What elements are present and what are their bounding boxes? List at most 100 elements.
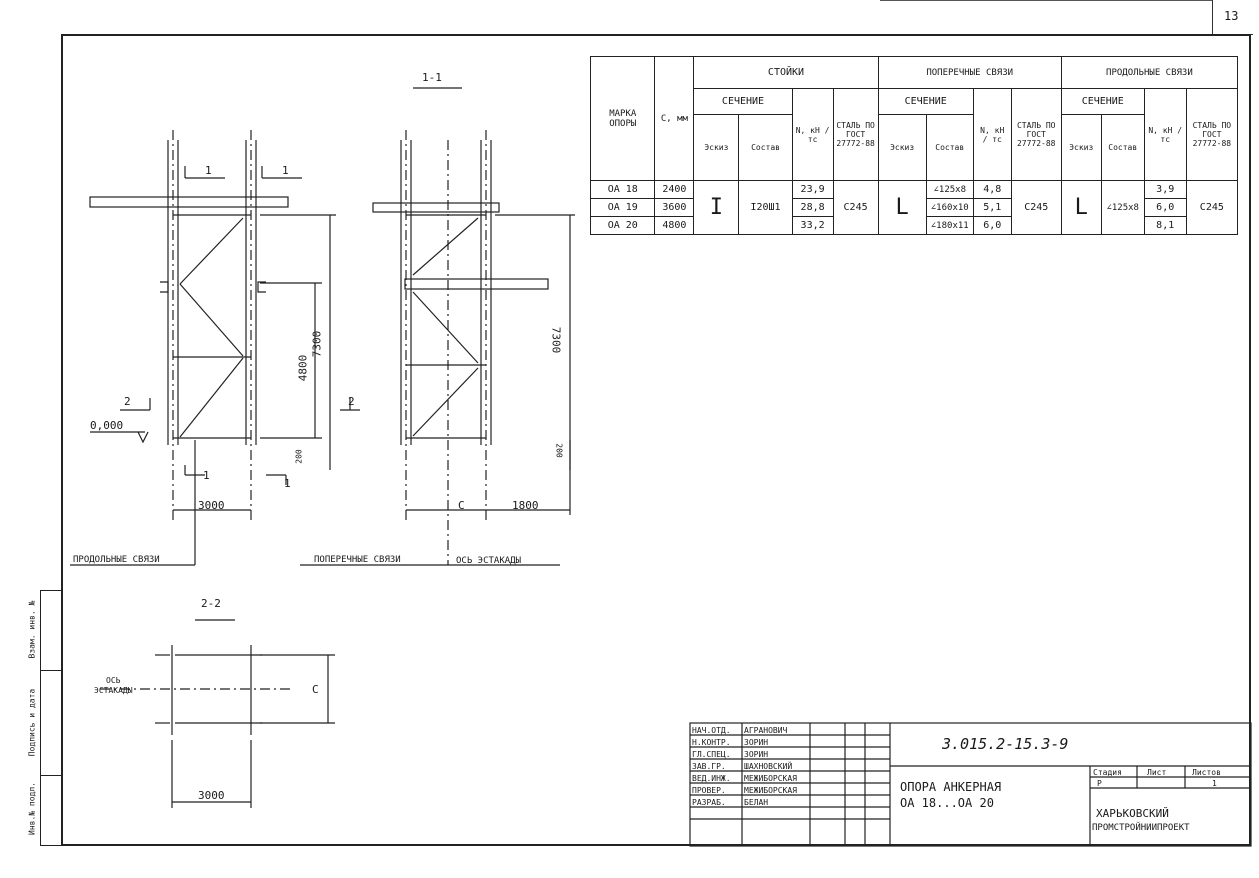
th-mark: МАРКА ОПОРЫ bbox=[589, 56, 656, 181]
th-long-n: N, кН / тс bbox=[1143, 88, 1187, 181]
sheets-value: 1 bbox=[1212, 779, 1217, 788]
side-stamp bbox=[40, 590, 61, 846]
tb-name-6: БЕЛАН bbox=[744, 798, 769, 807]
cell-long-steel: С245 bbox=[1185, 180, 1239, 235]
dim-c: С bbox=[458, 499, 465, 512]
th-posts-n: N, кН / тс bbox=[791, 88, 834, 181]
cell-cross-n: 5,1 bbox=[972, 198, 1012, 217]
drawing-frame bbox=[61, 34, 1251, 846]
cell-post-comp: I20Ш1 bbox=[738, 180, 793, 235]
tb-role-5: ПРОВЕР. bbox=[692, 786, 726, 795]
label-longitudinal-ties: ПРОДОЛЬНЫЕ СВЯЗИ bbox=[73, 555, 160, 565]
cell-c: 3600 bbox=[654, 198, 695, 217]
sheet-header: Лист bbox=[1147, 768, 1167, 777]
elevation-longitudinal bbox=[70, 87, 462, 566]
tb-role-4: ВЕД.ИНЖ. bbox=[692, 774, 731, 783]
cell-cross-n: 4,8 bbox=[972, 180, 1012, 199]
section-22-title: 2-2 bbox=[201, 597, 221, 610]
th-cross-sketch: Эскиз bbox=[877, 114, 927, 181]
dim-7300: 7300 bbox=[310, 330, 324, 358]
dim-7300b: 7300 bbox=[549, 326, 563, 354]
marker-2b: 2 bbox=[348, 395, 355, 408]
plan-axis-label-2: ЭСТАКАДЫ bbox=[94, 686, 133, 695]
table-row: ОА 19 3600 28,8 ∠160х10 5,1 6,0 bbox=[589, 198, 1238, 217]
cell-long-comp: ∠125х8 bbox=[1100, 180, 1145, 235]
th-posts-section: СЕЧЕНИЕ bbox=[693, 88, 793, 115]
dim-4800: 4800 bbox=[296, 354, 310, 382]
cell-long-sketch: L bbox=[1060, 180, 1102, 235]
elevation-transverse bbox=[300, 130, 575, 566]
cell-cross-steel: С245 bbox=[1010, 180, 1062, 235]
cell-mark: ОА 18 bbox=[589, 180, 656, 199]
org-name-2: ПРОМСТРОЙНИИПРОЕКТ bbox=[1092, 823, 1190, 833]
cell-cross-sketch: L bbox=[877, 180, 927, 235]
tb-role-6: РАЗРАБ. bbox=[692, 798, 726, 807]
dim-1800: 1800 bbox=[512, 499, 539, 512]
marker-1c: 1 bbox=[203, 469, 210, 482]
cell-mark: ОА 19 bbox=[589, 198, 656, 217]
sheet-number: 13 bbox=[1224, 9, 1239, 23]
level-mark: 0,000 bbox=[90, 419, 124, 432]
th-c: С, мм bbox=[654, 56, 695, 181]
tb-name-3: ШАХНОВСКИЙ bbox=[744, 762, 793, 771]
tb-role-3: ЗАВ.ГР. bbox=[692, 762, 726, 771]
cell-mark: ОА 20 bbox=[589, 216, 656, 235]
tb-role-1: Н.КОНТР. bbox=[692, 738, 731, 747]
sheets-header: Листов bbox=[1192, 768, 1221, 777]
tb-role-0: НАЧ.ОТД. bbox=[692, 726, 731, 735]
marker-2a: 2 bbox=[124, 395, 131, 408]
cell-post-n: 28,8 bbox=[791, 198, 834, 217]
th-posts: СТОЙКИ bbox=[693, 56, 879, 89]
cell-cross-comp: ∠125х8 bbox=[925, 180, 974, 199]
tb-role-2: ГЛ.СПЕЦ. bbox=[692, 750, 731, 759]
cell-c: 2400 bbox=[654, 180, 695, 199]
cell-post-n: 33,2 bbox=[791, 216, 834, 235]
stage-value: Р bbox=[1097, 779, 1102, 788]
cell-post-n: 23,9 bbox=[791, 180, 834, 199]
title-block-lines bbox=[689, 722, 1252, 847]
stage-header: Стадия bbox=[1093, 768, 1122, 777]
tb-name-4: МЕЖИБОРСКАЯ bbox=[744, 774, 797, 783]
cell-post-sketch: I bbox=[693, 180, 740, 235]
th-posts-comp: Состав bbox=[738, 114, 793, 181]
cell-cross-n: 6,0 bbox=[972, 216, 1012, 235]
th-long-steel: СТАЛЬ ПО ГОСТ 27772-88 bbox=[1185, 88, 1239, 181]
dim-200: 200 bbox=[294, 449, 304, 464]
axis-label: ОСЬ ЭСТАКАДЫ bbox=[456, 556, 522, 566]
doc-code: 3.015.2-15.3-9 bbox=[942, 735, 1069, 753]
dim-200b: 200 bbox=[554, 443, 564, 458]
top-rule bbox=[880, 0, 1212, 1]
th-cross: ПОПЕРЕЧНЫЕ СВЯЗИ bbox=[877, 56, 1062, 89]
org-name-1: ХАРЬКОВСКИЙ bbox=[1096, 807, 1169, 820]
cell-long-n: 6,0 bbox=[1143, 198, 1187, 217]
cell-post-steel: С245 bbox=[832, 180, 879, 235]
th-posts-steel: СТАЛЬ ПО ГОСТ 27772-88 bbox=[832, 88, 879, 181]
plan-axis-label-1: ОСЬ bbox=[106, 676, 121, 685]
tb-name-2: ЗОРИН bbox=[744, 750, 769, 759]
cell-long-n: 3,9 bbox=[1143, 180, 1187, 199]
table-row: ОА 20 4800 33,2 ∠180х11 6,0 8,1 bbox=[589, 216, 1238, 235]
th-cross-section: СЕЧЕНИЕ bbox=[877, 88, 974, 115]
plan-dim-3000: 3000 bbox=[198, 789, 225, 802]
th-cross-comp: Состав bbox=[925, 114, 974, 181]
cell-long-n: 8,1 bbox=[1143, 216, 1187, 235]
plan-dim-c: С bbox=[312, 683, 319, 696]
tb-name-0: АГРАНОВИЧ bbox=[744, 726, 788, 735]
marker-1d: 1 bbox=[284, 477, 291, 490]
cell-c: 4800 bbox=[654, 216, 695, 235]
side-stamp-sep-1 bbox=[40, 670, 61, 671]
marker-1b: 1 bbox=[282, 164, 289, 177]
th-long-sketch: Эскиз bbox=[1060, 114, 1102, 181]
tb-name-5: МЕЖИБОРСКАЯ bbox=[744, 786, 797, 795]
section-11-title: 1-1 bbox=[422, 71, 442, 84]
label-cross-ties: ПОПЕРЕЧНЫЕ СВЯЗИ bbox=[314, 555, 401, 565]
side-stamp-sep-2 bbox=[40, 775, 61, 776]
th-posts-sketch: Эскиз bbox=[693, 114, 740, 181]
tb-name-1: ЗОРИН bbox=[744, 738, 769, 747]
cell-cross-comp: ∠180х11 bbox=[925, 216, 974, 235]
th-long: ПРОДОЛЬНЫЕ СВЯЗИ bbox=[1060, 56, 1239, 89]
spec-table: МАРКА ОПОРЫ С, мм СТОЙКИ ПОПЕРЕЧНЫЕ СВЯЗ… bbox=[589, 56, 1239, 235]
th-long-section: СЕЧЕНИЕ bbox=[1060, 88, 1145, 115]
